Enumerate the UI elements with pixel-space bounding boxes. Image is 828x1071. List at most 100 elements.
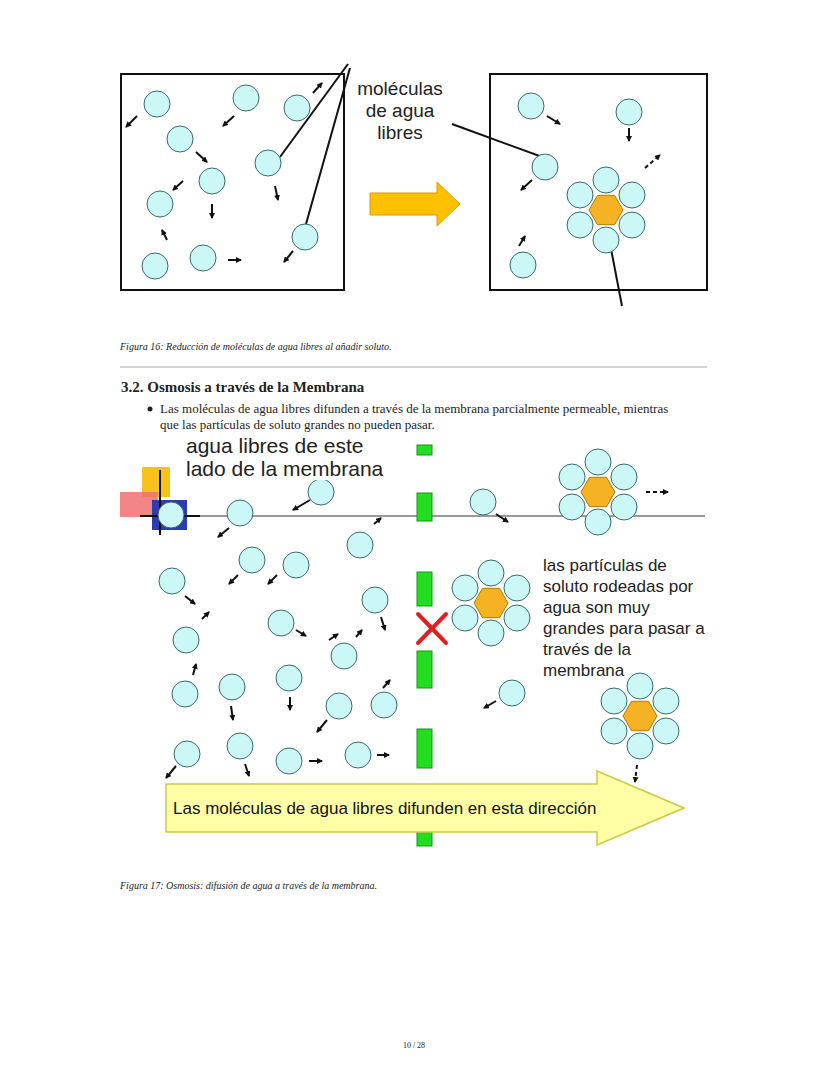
- motion-arrow: [296, 630, 306, 636]
- motion-arrow: [309, 760, 322, 762]
- motion-arrow: [317, 720, 327, 732]
- motion-arrow: [383, 680, 390, 688]
- motion-arrow: [275, 186, 278, 200]
- water-molecule: [326, 693, 352, 719]
- solute-particle: [589, 195, 623, 224]
- motion-arrow: [547, 116, 560, 124]
- process-arrow: [370, 182, 460, 226]
- water-molecule: [158, 502, 184, 528]
- water-molecule: [174, 741, 200, 767]
- motion-arrow: [166, 766, 176, 778]
- motion-arrow: [231, 706, 233, 720]
- water-molecule: [308, 479, 334, 505]
- water-molecule: [601, 718, 627, 744]
- water-molecule: [142, 253, 168, 279]
- water-molecule: [585, 449, 611, 475]
- motion-arrow: [313, 83, 322, 93]
- water-molecule: [284, 95, 310, 121]
- motion-arrow: [223, 116, 234, 126]
- motion-arrow: [245, 764, 249, 776]
- motion-arrow: [173, 181, 183, 190]
- motion-arrow: [126, 116, 137, 127]
- bullet-text: Las moléculas de agua libres difunden a …: [160, 401, 690, 433]
- water-molecule: [559, 464, 585, 490]
- arrow-text: Las moléculas de agua libres difunden en…: [173, 798, 596, 819]
- water-molecule: [276, 748, 302, 774]
- water-molecule: [172, 681, 198, 707]
- water-molecule: [532, 154, 558, 180]
- water-molecule: [452, 605, 478, 631]
- water-molecule: [255, 150, 281, 176]
- motion-arrow: [202, 612, 209, 619]
- water-molecule: [199, 168, 225, 194]
- callout-label: moléculas de agua libres: [350, 78, 450, 144]
- motion-arrow: [193, 664, 196, 675]
- motion-arrow: [635, 765, 637, 782]
- motion-arrow: [645, 155, 660, 168]
- water-molecule: [233, 85, 259, 111]
- water-molecule: [452, 575, 478, 601]
- water-molecule: [567, 212, 593, 238]
- water-molecule: [239, 547, 265, 573]
- water-molecule: [362, 587, 388, 613]
- water-molecule: [470, 489, 496, 515]
- solute-particle: [623, 701, 657, 730]
- water-molecule: [268, 610, 294, 636]
- motion-arrow: [374, 518, 381, 524]
- water-molecule: [627, 673, 653, 699]
- water-molecule: [518, 93, 544, 119]
- motion-arrow: [628, 128, 630, 141]
- container-box: [490, 74, 707, 290]
- water-molecule: [619, 182, 645, 208]
- water-molecule: [585, 509, 611, 535]
- container-box: [121, 74, 344, 290]
- water-molecule: [593, 167, 619, 193]
- water-molecule: [559, 494, 585, 520]
- water-molecule: [567, 182, 593, 208]
- water-molecule: [331, 643, 357, 669]
- figure-caption: Figura 16: Reducción de moléculas de agu…: [120, 341, 392, 352]
- motion-arrow: [196, 152, 207, 162]
- solute-particle: [474, 588, 508, 617]
- water-molecule: [347, 532, 373, 558]
- direction-arrow: Las moléculas de agua libres difunden en…: [165, 770, 685, 846]
- motion-arrow: [229, 575, 238, 584]
- water-molecule: [611, 494, 637, 520]
- water-molecule: [510, 252, 536, 278]
- water-molecule: [283, 552, 309, 578]
- water-molecule: [593, 227, 619, 253]
- motion-arrow: [381, 617, 385, 630]
- water-molecule: [478, 560, 504, 586]
- separator-rule: [120, 367, 707, 368]
- water-molecule: [292, 224, 318, 250]
- motion-arrow: [496, 514, 508, 522]
- motion-arrow: [519, 236, 525, 246]
- motion-arrow: [228, 259, 241, 261]
- water-molecule: [371, 692, 397, 718]
- water-molecule: [627, 733, 653, 759]
- water-molecule: [276, 665, 302, 691]
- blocked-mark: [418, 614, 446, 643]
- water-molecule: [478, 620, 504, 646]
- section-heading: 3.2. Osmosis a través de la Membrana: [121, 378, 364, 396]
- motion-arrow: [377, 754, 389, 756]
- water-molecule: [619, 212, 645, 238]
- callout-label: las partículas de soluto rodeadas por ag…: [543, 555, 711, 681]
- leader-line: [280, 64, 622, 306]
- figure-caption: Figura 17: Osmosis: difusión de agua a t…: [120, 880, 377, 891]
- water-molecule: [159, 568, 185, 594]
- water-molecule: [173, 627, 199, 653]
- water-molecule: [653, 718, 679, 744]
- water-molecule: [147, 191, 173, 217]
- water-molecule: [227, 500, 253, 526]
- water-molecule: [616, 99, 642, 125]
- water-molecule: [611, 464, 637, 490]
- water-molecule: [601, 688, 627, 714]
- water-molecule: [504, 575, 530, 601]
- motion-arrow: [185, 596, 195, 604]
- motion-arrow: [211, 204, 213, 218]
- water-molecule: [653, 688, 679, 714]
- bullet-dot: [148, 407, 153, 412]
- solute-particle: [581, 477, 615, 506]
